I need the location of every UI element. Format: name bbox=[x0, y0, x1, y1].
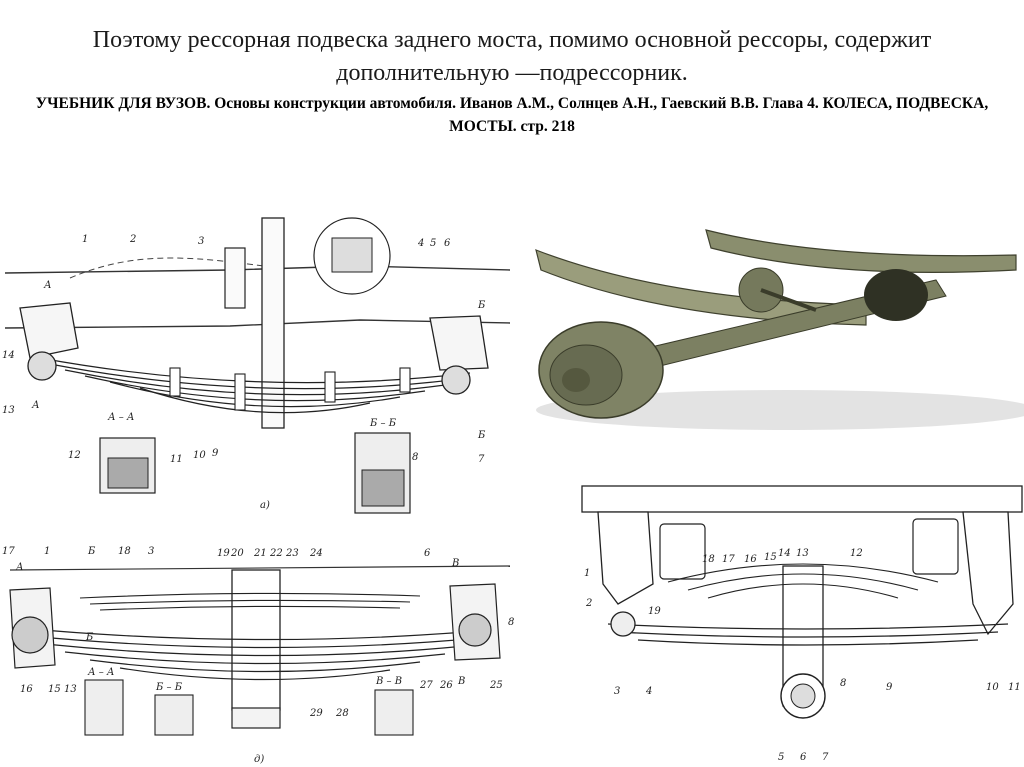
callout-d-16: 16 bbox=[20, 684, 33, 695]
callout-c-16: 16 bbox=[744, 554, 757, 565]
callout-a-7: 7 bbox=[478, 454, 485, 465]
section-mark-d-v-top: В bbox=[451, 558, 459, 569]
callout-d-23: 23 bbox=[285, 548, 299, 559]
callout-c-18: 18 bbox=[702, 554, 715, 565]
callout-d-21: 21 bbox=[253, 548, 267, 559]
slide-title: Поэтому рессорная подвеска заднего моста… bbox=[92, 27, 932, 86]
callout-d-25: 25 bbox=[489, 680, 503, 691]
callout-a-2: 2 bbox=[129, 234, 136, 245]
callout-d-13: 13 bbox=[64, 684, 77, 695]
spring-drawing-d: 17 1 18 3 19 20 21 22 23 24 6 8 16 15 13… bbox=[0, 540, 520, 767]
section-mark-d-a: А bbox=[15, 562, 24, 573]
callout-c-17: 17 bbox=[722, 554, 735, 565]
figure-caption-a: а) bbox=[260, 500, 270, 511]
callout-c-14: 14 bbox=[778, 548, 791, 559]
section-mark-b-top: Б bbox=[477, 300, 486, 311]
axle-photo-svg bbox=[516, 200, 1024, 440]
section-mark-d-b-top: Б bbox=[87, 546, 96, 557]
spring-drawing-c-svg: 1 18 17 16 15 14 13 12 2 19 3 4 5 6 7 8 … bbox=[581, 485, 1023, 763]
callout-c-6: 6 bbox=[800, 752, 807, 763]
callout-d-8: 8 bbox=[508, 617, 514, 628]
section-mark-a-top: А bbox=[43, 280, 52, 291]
callout-a-10: 10 bbox=[193, 450, 206, 461]
callout-a-14: 14 bbox=[2, 350, 15, 361]
callout-d-1: 1 bbox=[44, 546, 50, 557]
spring-drawing-a-svg: 1 2 3 4 5 6 14 13 12 11 10 9 8 7 А А Б Б… bbox=[2, 217, 511, 514]
callout-c-15: 15 bbox=[764, 552, 777, 563]
callout-c-10: 10 bbox=[986, 682, 999, 693]
callout-a-1: 1 bbox=[82, 234, 88, 245]
callout-d-18: 18 bbox=[118, 546, 131, 557]
callout-c-9: 9 bbox=[886, 682, 893, 693]
callout-d-22: 22 bbox=[269, 548, 283, 559]
section-view-label-d-vv: В – В bbox=[375, 676, 402, 687]
section-view-label-d-bb: Б – Б bbox=[155, 682, 183, 693]
callout-d-28: 28 bbox=[335, 708, 349, 719]
callout-c-11: 11 bbox=[1008, 682, 1021, 693]
callout-c-8: 8 bbox=[840, 678, 846, 689]
callout-d-3: 3 bbox=[148, 546, 154, 557]
callout-d-27: 27 bbox=[419, 680, 433, 691]
callout-d-19: 19 bbox=[217, 548, 230, 559]
callout-d-20: 20 bbox=[230, 548, 244, 559]
section-view-label-aa: А – А bbox=[107, 412, 135, 423]
callout-c-2: 2 bbox=[585, 598, 592, 609]
callout-c-5: 5 bbox=[778, 752, 784, 763]
section-mark-a-bottom: А bbox=[31, 400, 40, 411]
spring-drawing-c: 1 18 17 16 15 14 13 12 2 19 3 4 5 6 7 8 … bbox=[578, 484, 1024, 767]
section-mark-b-bottom: Б bbox=[477, 430, 486, 441]
callout-d-6: 6 bbox=[424, 548, 431, 559]
callout-a-3: 3 bbox=[198, 236, 204, 247]
callout-a-11: 11 bbox=[170, 454, 183, 465]
figure-caption-d: д) bbox=[254, 754, 264, 765]
section-view-label-d-aa: А – А bbox=[87, 667, 115, 678]
section-mark-d-v-bottom: В bbox=[457, 676, 465, 687]
callout-c-4: 4 bbox=[645, 686, 652, 697]
callout-d-15: 15 bbox=[48, 684, 61, 695]
callout-d-29: 29 bbox=[309, 708, 323, 719]
callout-a-8: 8 bbox=[412, 452, 418, 463]
spring-drawing-a: 1 2 3 4 5 6 14 13 12 11 10 9 8 7 А А Б Б… bbox=[0, 208, 512, 518]
callout-c-19: 19 bbox=[648, 606, 661, 617]
callout-c-12: 12 bbox=[850, 548, 863, 559]
callout-c-7: 7 bbox=[822, 752, 829, 763]
callout-a-9: 9 bbox=[212, 448, 219, 459]
spring-drawing-d-svg: 17 1 18 3 19 20 21 22 23 24 6 8 16 15 13… bbox=[2, 546, 514, 765]
callout-d-24: 24 bbox=[309, 548, 323, 559]
section-mark-d-b-bottom: Б bbox=[85, 632, 94, 643]
callout-d-26: 26 bbox=[439, 680, 453, 691]
callout-a-4: 4 bbox=[417, 238, 424, 249]
source-citation: УЧЕБНИК ДЛЯ ВУЗОВ. Основы конструкции ав… bbox=[35, 95, 989, 135]
callout-d-17: 17 bbox=[2, 546, 15, 557]
callout-a-5: 5 bbox=[430, 238, 436, 249]
callout-a-13: 13 bbox=[2, 405, 15, 416]
axle-photo bbox=[516, 200, 1024, 440]
callout-c-13: 13 bbox=[796, 548, 809, 559]
callout-a-6: 6 bbox=[444, 238, 451, 249]
callout-c-1: 1 bbox=[584, 568, 590, 579]
callout-a-12: 12 bbox=[68, 450, 81, 461]
callout-c-3: 3 bbox=[614, 686, 620, 697]
section-view-label-bb: Б – Б bbox=[369, 418, 397, 429]
